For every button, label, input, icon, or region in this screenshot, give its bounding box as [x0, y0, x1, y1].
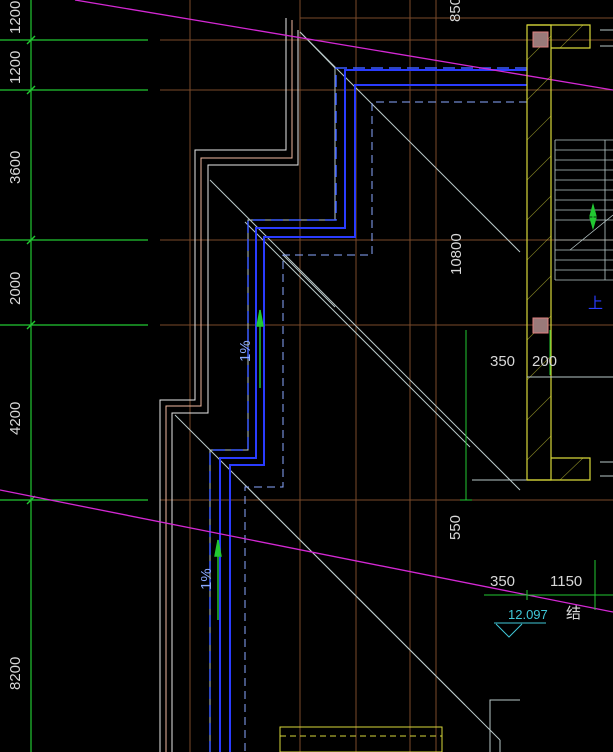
diagonal: [244, 484, 466, 706]
bottom-feature: [279, 726, 443, 752]
tick-slash: [26, 320, 36, 330]
green-dim-lines: [460, 330, 613, 610]
hatch: [526, 115, 552, 141]
dim-label-200: 200: [532, 353, 557, 370]
outline-outer: [159, 18, 287, 752]
dim-label-8200: 8200: [7, 657, 24, 690]
elevation-triangle: [495, 623, 523, 638]
step-line: [209, 31, 336, 752]
magenta-line-top: [74, 0, 613, 91]
left-dimension-axis: [0, 0, 148, 752]
hatch: [526, 435, 552, 461]
diagonal: [282, 254, 336, 308]
stair-break: [569, 214, 613, 251]
pink-outline-line: [165, 20, 293, 752]
dim-label-1200-top: 1200: [7, 1, 24, 34]
slope-arrow-head-lower: [214, 539, 222, 557]
slope-arrow-head-upper: [256, 309, 264, 327]
hatch: [559, 24, 584, 49]
tick-slash: [26, 235, 36, 245]
up-label: 上: [588, 295, 603, 312]
hatch: [526, 155, 552, 181]
right-edge-features: [527, 29, 613, 477]
hatch: [526, 75, 552, 101]
dim-label-3600: 3600: [7, 151, 24, 184]
tick-slash: [26, 35, 36, 45]
stair-arrows: [589, 202, 597, 231]
dim-label-850: 850: [447, 0, 464, 22]
elevation-marker: [494, 622, 546, 638]
dim-label-10800: 10800: [448, 233, 465, 275]
lightblue-dashed-line: [244, 101, 527, 752]
wall-bottom-cap: [527, 457, 591, 481]
column-marker-top: [532, 31, 549, 48]
blue-solid-line-2: [219, 69, 527, 752]
bottom-rect: [279, 726, 443, 752]
hatch: [526, 195, 552, 221]
dim-label-350-upper: 350: [490, 353, 515, 370]
slope-label-upper: 1%: [237, 340, 254, 362]
dim-label-350-lower: 350: [490, 573, 515, 590]
blue-gutter-solid: [219, 69, 527, 752]
grid-lines: [160, 0, 613, 752]
tick-slash: [26, 85, 36, 95]
wall-rect: [526, 24, 552, 481]
hatch: [559, 457, 584, 481]
column-marker-mid: [532, 317, 549, 334]
dim-label-550: 550: [447, 515, 464, 540]
elevation-label: 12.097: [508, 607, 548, 622]
blue-dashed-line: [209, 67, 527, 752]
pink-outline: [165, 20, 293, 752]
staircase: [554, 139, 613, 281]
step-line: [489, 699, 520, 752]
blue-solid-line: [229, 84, 527, 752]
slope-arrows: [214, 309, 264, 620]
building-outline: [159, 18, 299, 752]
gray-steps: [209, 31, 528, 752]
diagonal-lines: [174, 31, 521, 741]
note-char: 结: [566, 605, 581, 622]
diagonal: [209, 179, 521, 491]
hatch: [526, 395, 552, 421]
left-axis-labels: 1200 1200 3600 2000 4200 8200: [7, 1, 24, 690]
hatch: [526, 235, 552, 261]
dim-label-1200: 1200: [7, 51, 24, 84]
wall-top-cap: [527, 24, 591, 49]
yellow-wall: [526, 24, 591, 481]
diagonal: [244, 221, 471, 448]
hatch: [526, 355, 552, 381]
outline-inner: [171, 30, 299, 752]
lightblue-dashed: [244, 101, 527, 752]
stair-arrow-head: [589, 202, 597, 217]
dim-label-2000: 2000: [7, 272, 24, 305]
magenta-lines: [0, 0, 613, 613]
dim-label-4200: 4200: [7, 402, 24, 435]
slope-label-lower: 1%: [198, 568, 215, 590]
blue-gutter-dashed: [209, 67, 527, 752]
magenta-line-bottom: [0, 489, 613, 613]
stair-arrow-head: [589, 217, 597, 231]
dim-label-1150: 1150: [550, 573, 582, 590]
hatch: [526, 275, 552, 301]
